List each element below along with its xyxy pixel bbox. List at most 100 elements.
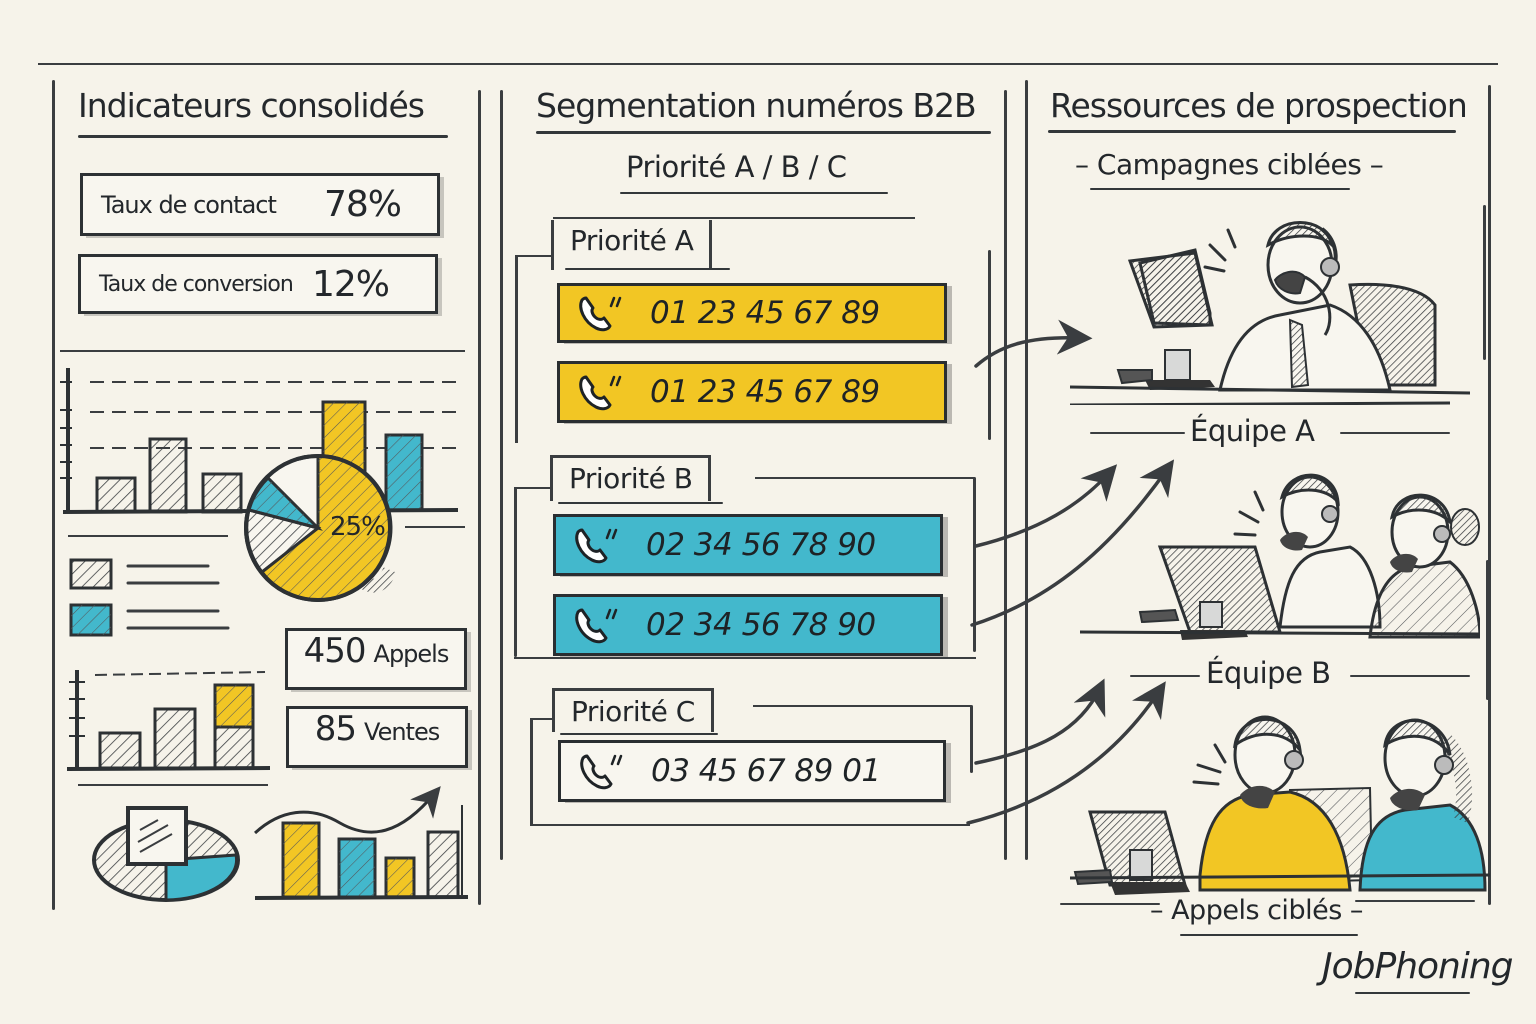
kpi-value: 12% <box>311 263 390 305</box>
stat-calls: 450 Appels <box>285 628 467 690</box>
kpi-value: 78% <box>323 184 402 225</box>
ellipse-pie-chart <box>92 806 240 902</box>
priority-b-frame-top-right <box>755 477 975 479</box>
team-b-illustration <box>1080 473 1480 640</box>
phone-ringing-icon <box>579 296 622 332</box>
indicators-title: Indicateurs consolidés <box>78 86 425 125</box>
phone-number: 01 23 45 67 89 <box>650 295 880 331</box>
brand-underline <box>1355 992 1470 994</box>
team-b-label: Équipe B <box>1206 656 1331 690</box>
phone-ringing-icon <box>580 754 623 790</box>
resources-subtitle: – Campagnes ciblées – <box>1075 148 1384 181</box>
stacked-bar-3-bottom <box>213 725 255 770</box>
right-border <box>1488 85 1491 905</box>
pie-percent-label: 25% <box>330 512 386 542</box>
priority-a-underline <box>565 268 730 270</box>
trend-bar-4 <box>426 830 460 899</box>
arrow-b2-to-team-a <box>970 459 1175 627</box>
priority-c-frame-top <box>530 718 552 720</box>
resources-title-underline <box>1048 130 1456 133</box>
phone-number: 03 45 67 89 01 <box>651 753 881 789</box>
stat-calls-unit: Appels <box>373 640 450 668</box>
targeted-calls-illustration <box>1070 715 1490 895</box>
arrow-c2-to-team-b <box>966 681 1166 825</box>
priority-b-tab: Priorité B <box>550 455 712 501</box>
bar-2 <box>148 437 188 514</box>
team-a-label: Équipe A <box>1190 414 1315 448</box>
agent-c1-body <box>1198 790 1352 892</box>
team-b-line-right <box>1350 675 1470 677</box>
priority-a-frame <box>515 255 990 443</box>
phone-row-c1[interactable]: 03 45 67 89 01 <box>558 740 946 802</box>
phone-ringing-icon <box>575 608 618 644</box>
legend-divider <box>68 535 228 537</box>
segmentation-subtitle-underline <box>620 192 888 194</box>
trend-bar-chart <box>253 786 469 900</box>
legend <box>69 558 230 637</box>
priority-c-left-edge <box>530 718 533 826</box>
team-a-line-right <box>1340 432 1450 434</box>
arrow-a-to-team-a <box>974 319 1093 368</box>
phone-row-a1[interactable]: 01 23 45 67 89 <box>557 283 947 343</box>
bar-chart-stacked <box>66 670 271 771</box>
divider-left-middle-2 <box>500 90 503 860</box>
legend-swatch-gray <box>69 558 113 590</box>
priority-b-left-edge <box>514 487 517 657</box>
phone-row-a2[interactable]: 01 23 45 67 89 <box>557 361 947 423</box>
stat-sales-unit: Ventes <box>364 718 440 746</box>
agent-b2-body <box>1368 560 1480 639</box>
divider-middle-right <box>1004 90 1007 860</box>
indicators-title-underline <box>78 135 448 138</box>
priority-b-underline <box>558 502 723 504</box>
priority-b-right-edge <box>973 477 976 652</box>
priority-b-frame-top <box>514 487 552 489</box>
stat-sales: 85 Ventes <box>286 706 468 768</box>
priority-c-right-edge <box>970 705 973 773</box>
team-b-line-left <box>1130 675 1200 677</box>
stat-sales-value: 85 <box>314 709 357 749</box>
arrow-b1-to-team-a <box>974 464 1118 548</box>
segmentation-title-underline <box>536 131 991 134</box>
resources-subtitle-underline <box>1090 188 1350 190</box>
agent-b1-body <box>1278 545 1382 629</box>
segmentation-subtitle: Priorité A / B / C <box>626 150 847 184</box>
bar-1 <box>95 476 137 514</box>
team-a-illustration <box>1070 221 1470 405</box>
priority-a-right-edge <box>988 250 991 440</box>
priority-a-frame-top <box>515 255 553 257</box>
arrow-c1-to-team-b <box>974 678 1106 765</box>
kpi-label: Taux de contact <box>101 190 277 219</box>
phone-row-b1[interactable]: 02 34 56 78 90 <box>553 514 943 576</box>
top-border <box>38 63 1498 65</box>
kpi-contact-rate: Taux de contact 78% <box>80 173 440 236</box>
agent-c2-body <box>1358 803 1487 892</box>
left-border <box>52 80 55 910</box>
kpi-label: Taux de conversion <box>99 271 294 297</box>
bar-3 <box>201 472 243 514</box>
stat-calls-value: 450 <box>303 631 367 671</box>
pie-chart <box>244 454 397 602</box>
appeals-line-left <box>1060 903 1160 905</box>
segmentation-title: Segmentation numéros B2B <box>536 86 977 125</box>
phone-row-b2[interactable]: 02 34 56 78 90 <box>553 594 943 656</box>
stacked-bar-1 <box>98 731 142 770</box>
priority-c-frame-top-right <box>753 705 971 707</box>
right-inner-line <box>1483 205 1486 360</box>
priority-c-tab: Priorité C <box>552 688 714 732</box>
resources-title: Ressources de prospection <box>1050 86 1468 125</box>
team-a-line-left <box>1090 432 1185 434</box>
phone-ringing-icon <box>575 528 618 564</box>
right-legend-line <box>405 526 465 528</box>
lower-divider <box>78 784 268 786</box>
stacked-bar-2 <box>153 707 197 770</box>
targeted-calls-label: – Appels ciblés – <box>1150 895 1363 926</box>
connector-arrows <box>966 319 1175 825</box>
brand-logo: JobPhoning <box>1322 946 1514 987</box>
document-icon <box>126 806 188 866</box>
divider-middle-right-2 <box>1025 80 1028 860</box>
kpi-conversion-rate: Taux de conversion 12% <box>78 254 438 314</box>
targeted-calls-underline <box>1180 934 1358 936</box>
appeals-line-right <box>1355 900 1475 902</box>
phone-ringing-icon <box>579 375 622 411</box>
priority-a-tab: Priorité A <box>551 220 713 270</box>
